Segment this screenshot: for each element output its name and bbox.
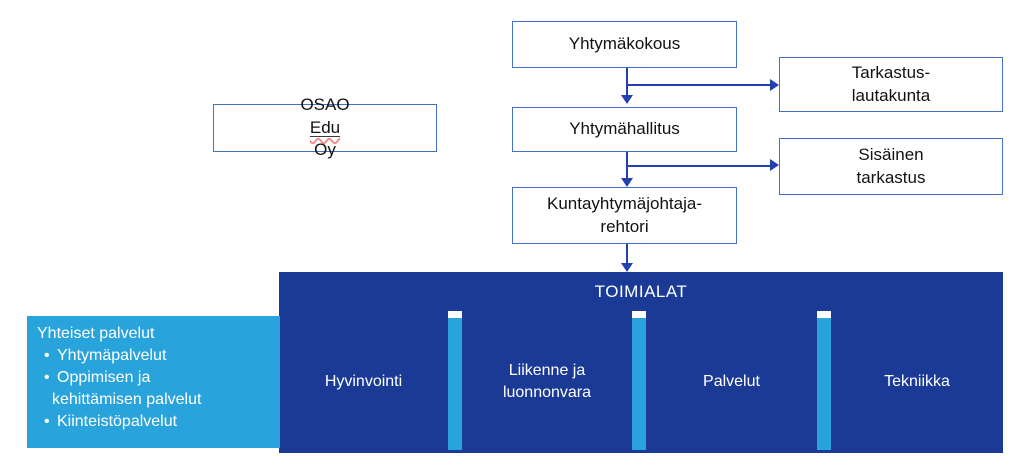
list-item: • Yhtymäpalvelut — [37, 345, 272, 367]
connector-yhtymakokous-to-yhtymahallitus — [626, 68, 628, 95]
box-tarkastuslautakunta: Tarkastus- lautakunta — [779, 57, 1003, 112]
division-palvelut-label: Palvelut — [703, 372, 760, 390]
box-sisainen-tarkastus: Sisäinen tarkastus — [779, 138, 1003, 195]
separator-cap — [817, 311, 831, 318]
toimialat-band: TOIMIALAT Hyvinvointi Liikenne ja luonno… — [279, 272, 1003, 453]
list-item: • Kiinteistöpalvelut — [37, 411, 272, 433]
division-hyvinvointi-label: Hyvinvointi — [324, 372, 403, 390]
bullet-icon: • — [44, 347, 50, 364]
division-hyvinvointi: Hyvinvointi — [279, 311, 448, 453]
box-sisainen-tarkastus-line1: Sisäinen — [858, 144, 924, 164]
separator-cap — [448, 311, 462, 318]
osao-edu-word: Edu — [309, 117, 341, 137]
division-separator — [632, 311, 646, 450]
spellcheck-underline: Edu — [300, 117, 349, 140]
box-yhtymakokous-label: Yhtymäkokous — [568, 34, 681, 54]
toimialat-title: TOIMIALAT — [594, 282, 688, 301]
yhteiset-palvelut-title: Yhteiset palvelut — [37, 325, 155, 342]
bullet-icon: • — [44, 413, 50, 430]
arrowhead-down-yhtymahallitus — [621, 95, 633, 104]
box-kuntayhtymajohtaja-line2: rehtori — [600, 216, 649, 236]
box-kuntayhtymajohtaja-line1: Kuntayhtymäjohtaja- — [547, 193, 702, 213]
box-sisainen-tarkastus-line2: tarkastus — [856, 167, 926, 187]
division-liikenne-line1: Liikenne ja — [508, 361, 586, 379]
box-tarkastuslautakunta-line1: Tarkastus- — [851, 62, 931, 82]
box-osao-edu-oy: OSAO Edu Oy — [213, 95, 437, 159]
division-tekniikka: Tekniikka — [831, 311, 1003, 453]
division-separator — [817, 311, 831, 450]
box-yhtymakokous: Yhtymäkokous — [512, 21, 737, 68]
division-tekniikka-label: Tekniikka — [884, 372, 950, 390]
box-osao-edu-oy-label: OSAO Edu Oy — [300, 94, 349, 163]
connector-to-sisainen-tarkastus — [627, 165, 770, 167]
list-item-text-continuation: kehittämisen palvelut — [52, 391, 202, 408]
division-liikenne-ja-luonnonvara: Liikenne ja luonnonvara — [462, 311, 632, 453]
arrowhead-right-tarkastuslautakunta — [770, 79, 779, 91]
arrowhead-down-toimialat — [621, 263, 633, 272]
list-item-text: Kiinteistöpalvelut — [57, 413, 178, 430]
division-liikenne-line2: luonnonvara — [502, 384, 592, 401]
connector-kuntayhtymajohtaja-to-toimialat — [626, 244, 628, 263]
division-separator — [448, 311, 462, 450]
box-kuntayhtymajohtaja-rehtori: Kuntayhtymäjohtaja- rehtori — [512, 187, 737, 244]
yhteiset-palvelut-box: Yhteiset palvelut • Yhtymäpalvelut • Opp… — [27, 316, 280, 448]
osao-edu-suffix: Oy — [314, 140, 336, 160]
osao-edu-prefix: OSAO — [300, 94, 350, 114]
arrowhead-right-sisainen-tarkastus — [770, 159, 779, 171]
list-item-text: Yhtymäpalvelut — [57, 347, 167, 364]
division-palvelut: Palvelut — [646, 311, 817, 453]
arrowhead-down-kuntayhtymajohtaja — [621, 178, 633, 187]
connector-to-tarkastuslautakunta — [627, 84, 770, 86]
bullet-icon: • — [44, 369, 50, 386]
box-yhtymahallitus-label: Yhtymähallitus — [569, 119, 680, 139]
list-item: • Oppimisen ja kehittämisen palvelut — [37, 367, 272, 411]
box-yhtymahallitus: Yhtymähallitus — [512, 107, 737, 152]
separator-cap — [632, 311, 646, 318]
box-tarkastuslautakunta-line2: lautakunta — [851, 85, 931, 105]
list-item-text: Oppimisen ja — [57, 369, 151, 386]
